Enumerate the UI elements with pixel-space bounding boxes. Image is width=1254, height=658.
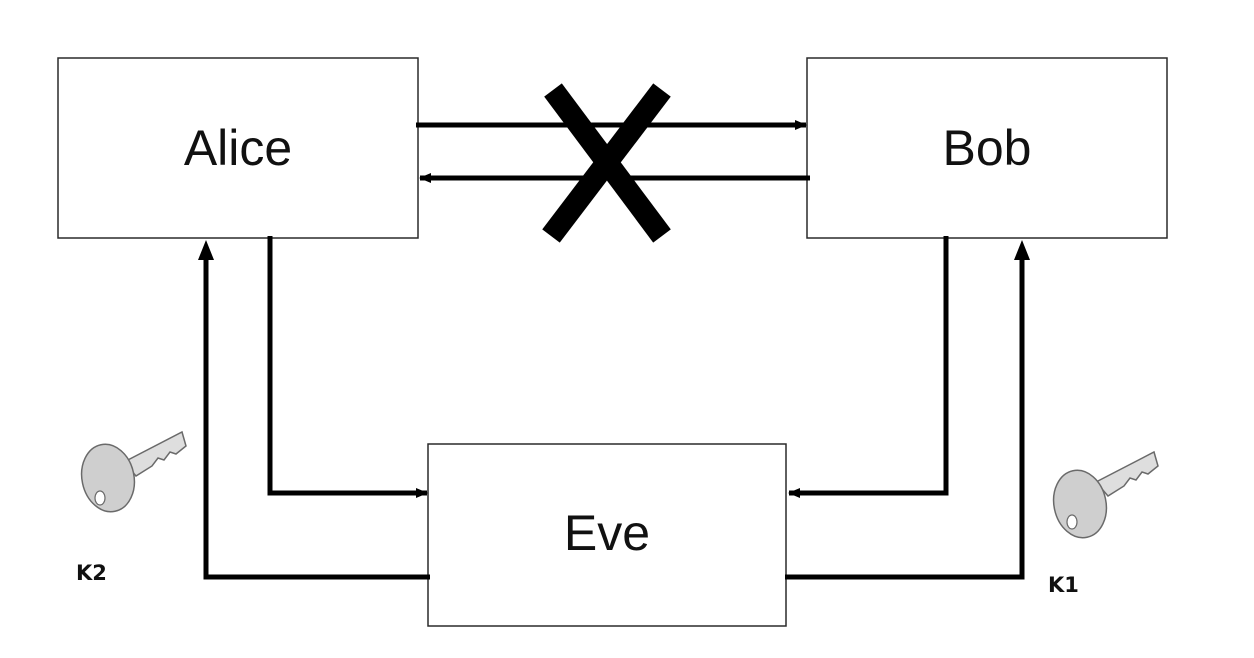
key-icon: [1052, 450, 1159, 539]
bob-label: Bob: [943, 120, 1032, 176]
eve-node: Eve: [427, 443, 787, 627]
eve-to-bob-arrow: [785, 250, 1025, 580]
bob-node: Bob: [806, 57, 1168, 239]
eve-to-bob-arrowhead: [1014, 240, 1030, 260]
key-label-left: K2: [76, 561, 107, 585]
eve-label: Eve: [564, 505, 650, 561]
alice-label: Alice: [184, 120, 292, 176]
key-icon: [80, 430, 187, 513]
x-mark-icon: [542, 83, 671, 243]
bob-to-eve-arrow: [788, 236, 949, 498]
key-label-right: K1: [1048, 573, 1079, 597]
alice-to-eve-arrow: [267, 236, 428, 498]
alice-node: Alice: [57, 57, 419, 239]
eve-to-alice-arrowhead: [198, 240, 214, 260]
eve-to-alice-arrow: [203, 250, 430, 580]
